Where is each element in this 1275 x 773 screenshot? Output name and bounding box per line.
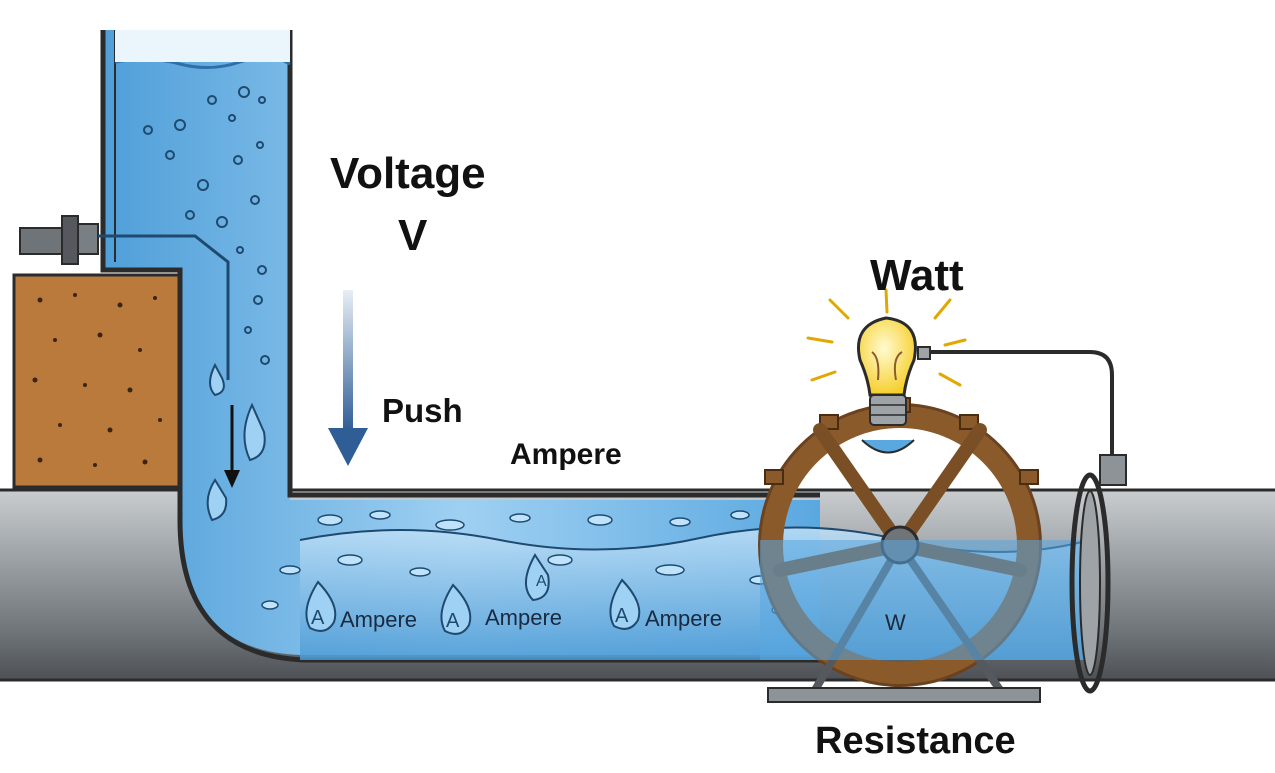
watt-label: Watt: [870, 251, 964, 300]
drop-letter: A: [536, 573, 547, 590]
voltage-label: Voltage: [330, 149, 486, 198]
water-drop-icon: [206, 362, 266, 522]
drop-letter: A: [615, 605, 629, 627]
inlet-pipe: [19, 215, 99, 265]
voltage-symbol: V: [398, 211, 428, 260]
flow-label: Ampere: [645, 606, 723, 631]
flow-label: Ampere: [485, 605, 563, 630]
earth-block: [12, 273, 182, 489]
ampere-label: Ampere: [510, 438, 622, 471]
wheel-letter: W: [885, 610, 906, 635]
water-tank-icon: [98, 30, 820, 663]
flow-label: Ampere: [340, 607, 418, 632]
push-arrow-icon: [328, 290, 368, 466]
resistance-label: Resistance: [815, 720, 1016, 762]
drop-letter: A: [311, 607, 325, 629]
wire-connector: [1099, 454, 1127, 486]
push-label: Push: [382, 392, 463, 429]
light-bulb-icon: [806, 288, 967, 454]
drop-letter: A: [446, 610, 460, 632]
wire: [925, 350, 1114, 460]
ampere-drops: [305, 578, 641, 635]
pipe-end-ring: [760, 472, 1111, 694]
